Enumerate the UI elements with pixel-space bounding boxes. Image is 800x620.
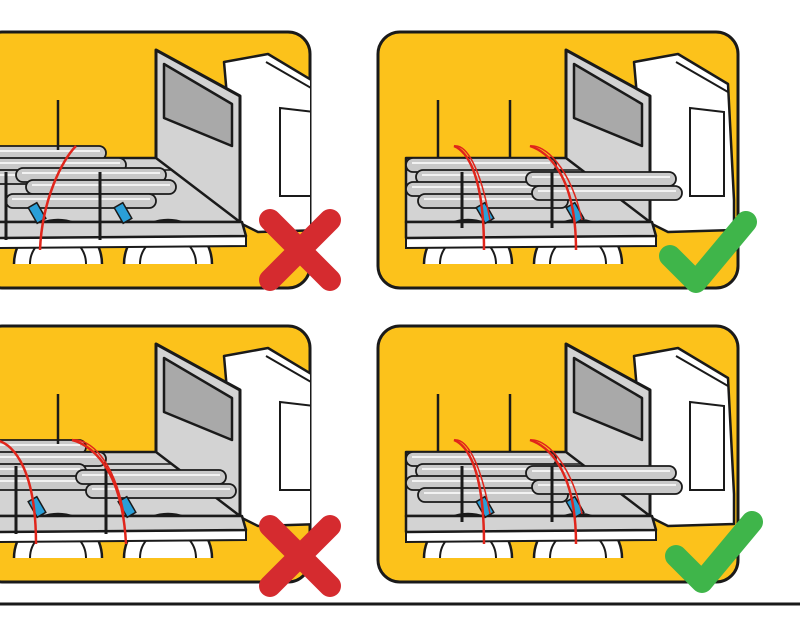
- panel-top-left: [0, 30, 312, 290]
- panel-bottom-right: [376, 324, 740, 584]
- panel-top-right: [376, 30, 740, 290]
- panel-bottom-left: [0, 324, 312, 584]
